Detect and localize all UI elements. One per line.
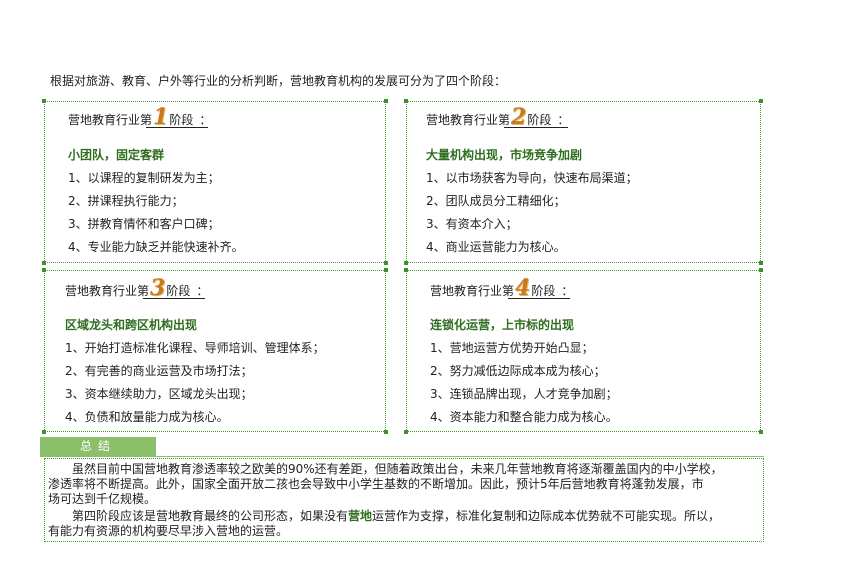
stage-title-suffix: 阶段 xyxy=(527,113,552,127)
stage-3-item: 2、有完善的商业运营及市场打法； xyxy=(65,364,253,378)
stage-title-suffix: 阶段 xyxy=(169,113,194,127)
stage-title-colon: ： xyxy=(561,284,574,298)
stage-number-3: 3 xyxy=(150,275,166,301)
stage-4-item: 4、资本能力和整合能力成为核心。 xyxy=(430,410,618,424)
summary-divider xyxy=(40,456,764,457)
stage-1-card xyxy=(42,99,388,265)
summary-paragraph-2-line: 第四阶段应该是营地教育最终的公司形态，如果没有营地运营作为支撑，标准化复制和边际… xyxy=(72,509,720,523)
stage-2-item: 4、商业运营能力为核心。 xyxy=(426,240,566,254)
stage-number-2: 2 xyxy=(511,104,527,130)
summary-paragraph-1-line: 渗透率将不断提高。此外，国家全面开放二孩也会导致中小学生基数的不断增加。因此，预… xyxy=(48,477,704,491)
stage-title-prefix: 营地教育行业第 xyxy=(426,113,511,127)
stage-title-suffix: 阶段 xyxy=(166,284,191,298)
stage-title-suffix: 阶段 xyxy=(531,284,556,298)
stage-4-item: 3、连锁品牌出现，人才竞争加剧； xyxy=(430,387,618,401)
stage-2-title: 营地教育行业第 2 阶段 ： xyxy=(426,104,570,130)
stage-1-title-underline xyxy=(146,127,208,128)
stage-4-title-underline xyxy=(508,298,570,299)
stage-title-colon: ： xyxy=(196,284,209,298)
stage-3-heading: 区域龙头和跨区机构出现 xyxy=(65,318,198,332)
stage-2-item: 2、团队成员分工精细化； xyxy=(426,194,566,208)
stage-1-item: 2、拼课程执行能力； xyxy=(68,194,184,208)
stage-3-card xyxy=(42,268,388,434)
stage-1-item: 3、拼教育情怀和客户口碑； xyxy=(68,217,220,231)
stage-title-colon: ： xyxy=(199,113,212,127)
intro-text: 根据对旅游、教育、户外等行业的分析判断，营地教育机构的发展可分为了四个阶段： xyxy=(50,74,507,88)
stage-1-heading: 小团队，固定客群 xyxy=(68,148,165,162)
stage-title-prefix: 营地教育行业第 xyxy=(65,284,150,298)
stage-3-title: 营地教育行业第 3 阶段 ： xyxy=(65,275,209,301)
summary-text: 运营作为支撑，标准化复制和边际成本优势就不可能实现。所以， xyxy=(372,509,721,523)
stage-4-card xyxy=(404,268,763,434)
summary-paragraph-1-line: 虽然目前中国营地教育渗透率较之欧美的90%还有差距，但随着政策出台，未来几年营地… xyxy=(72,462,723,476)
stage-3-item: 4、负债和放量能力成为核心。 xyxy=(65,410,229,424)
stage-2-item: 3、有资本介入； xyxy=(426,217,518,231)
stage-number-1: 1 xyxy=(153,104,169,130)
summary-text: 第四阶段应该是营地教育最终的公司形态，如果没有 xyxy=(72,509,349,523)
stage-2-item: 1、以市场获客为导向，快速布局渠道； xyxy=(426,171,638,185)
stage-3-title-underline xyxy=(143,298,205,299)
stage-title-prefix: 营地教育行业第 xyxy=(68,113,153,127)
stage-2-card xyxy=(404,99,763,265)
summary-paragraph-1-line: 场可达到千亿规模。 xyxy=(48,492,157,506)
stage-4-item: 2、努力减低边际成本成为核心； xyxy=(430,364,606,378)
summary-tab: 总结 xyxy=(40,437,156,456)
stage-2-heading: 大量机构出现，市场竞争加剧 xyxy=(426,148,583,162)
summary-highlight: 营地 xyxy=(348,509,373,523)
stage-4-item: 1、营地运营方优势开始凸显； xyxy=(430,341,594,355)
stage-2-title-underline xyxy=(504,127,568,128)
stage-title-prefix: 营地教育行业第 xyxy=(430,284,515,298)
stage-number-4: 4 xyxy=(515,275,531,301)
summary-paragraph-2-line: 有能力有资源的机构要尽早涉入营地的运营。 xyxy=(48,524,289,538)
stage-1-item: 4、专业能力缺乏并能快速补齐。 xyxy=(68,240,244,254)
stage-3-item: 1、开始打造标准化课程、导师培训、管理体系； xyxy=(65,341,325,355)
stage-title-colon: ： xyxy=(557,113,570,127)
stage-1-title: 营地教育行业第 1 阶段 ： xyxy=(68,104,212,130)
summary-box xyxy=(44,458,764,542)
stage-4-title: 营地教育行业第 4 阶段 ： xyxy=(430,275,574,301)
stage-1-item: 1、以课程的复制研发为主； xyxy=(68,171,220,185)
stage-4-heading: 连锁化运营，上市标的出现 xyxy=(430,318,575,332)
stage-3-item: 3、资本继续助力，区域龙头出现； xyxy=(65,387,253,401)
